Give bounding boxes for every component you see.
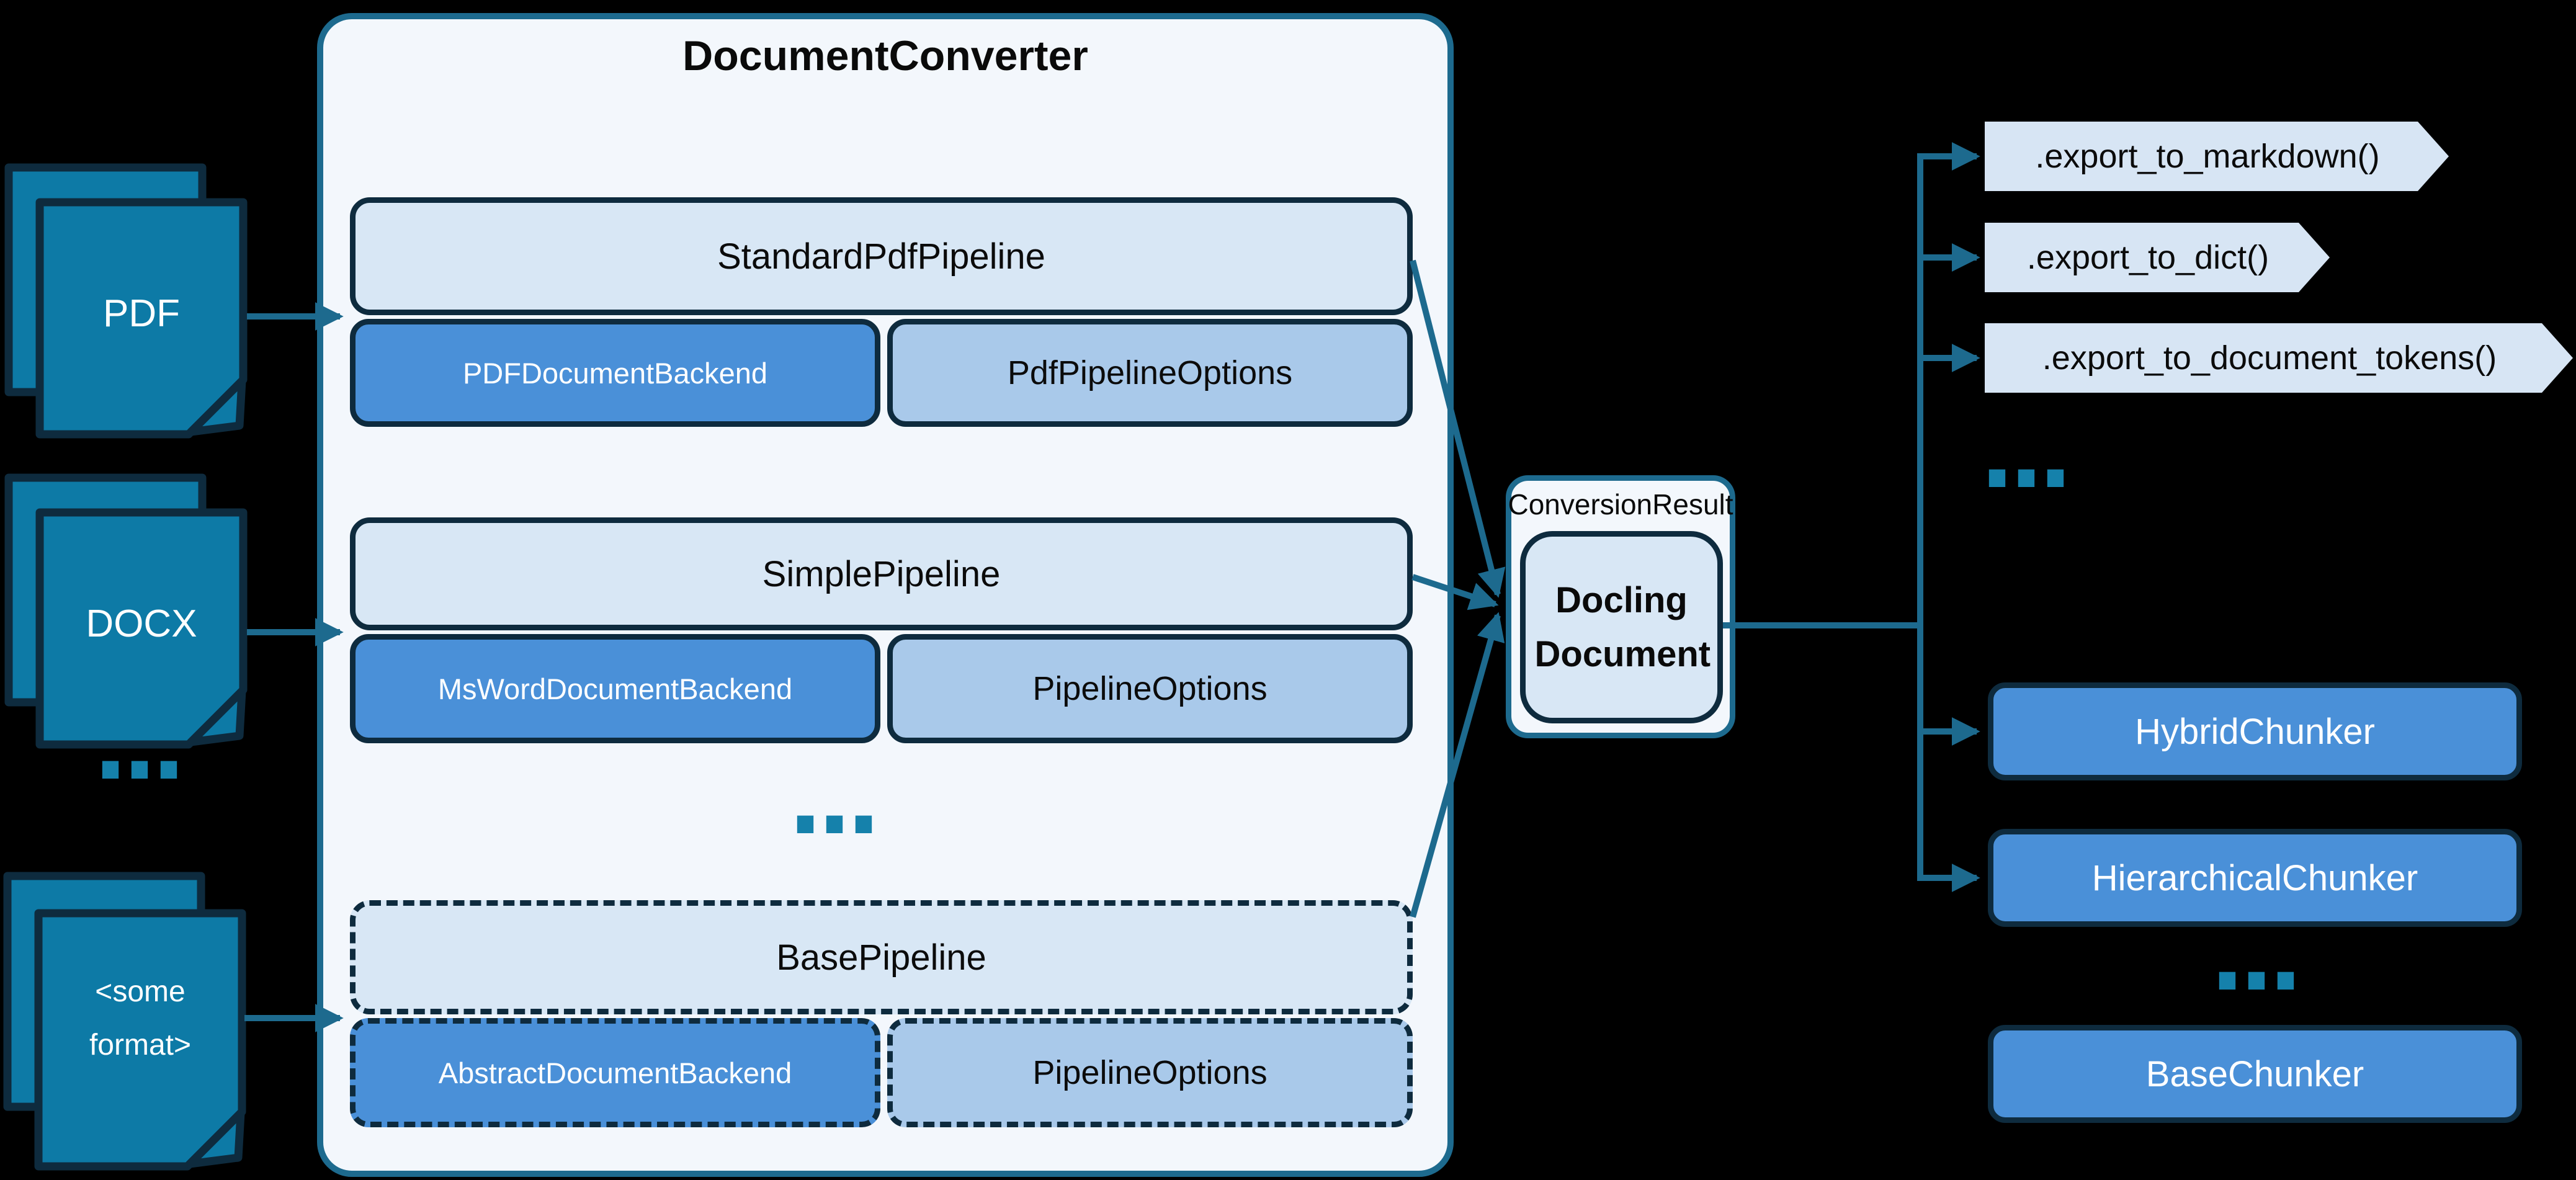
export-to-dict-label: .export_to_dict() [2026, 239, 2270, 276]
pdf-pipeline-options-box: PdfPipelineOptions [887, 319, 1413, 427]
msword-document-backend-box: MsWordDocumentBackend [350, 634, 880, 743]
simple-pipeline-box: SimplePipeline [350, 517, 1413, 630]
base-pipeline-box: BasePipeline [350, 900, 1413, 1014]
chunkers-ellipsis: ... [2209, 904, 2304, 1012]
export-to-markdown-label: .export_to_markdown() [2035, 138, 2380, 175]
hierarchical-chunker-label: HierarchicalChunker [2091, 857, 2418, 898]
export-to-document-tokens-label: .export_to_document_tokens() [2042, 339, 2497, 377]
docling-document-box: Docling Document [1520, 531, 1723, 723]
export-to-document-tokens-tag: .export_to_document_tokens() [1985, 323, 2573, 393]
simple-pipeline-label: SimplePipeline [762, 553, 1001, 594]
abstract-document-backend-box: AbstractDocumentBackend [350, 1018, 880, 1127]
pdf-input-label: PDF [103, 292, 180, 335]
base-chunker-box: BaseChunker [1988, 1025, 2522, 1123]
hybrid-chunker-box: HybridChunker [1988, 682, 2522, 780]
hybrid-chunker-label: HybridChunker [2135, 711, 2375, 752]
conversion-result-label: ConversionResult [1508, 488, 1733, 521]
pdf-document-backend-box: PDFDocumentBackend [350, 319, 880, 427]
base-pipeline-label: BasePipeline [776, 937, 986, 978]
standard-pdf-pipeline-box: StandardPdfPipeline [350, 197, 1413, 315]
docx-input-label: DOCX [86, 602, 197, 645]
standard-pdf-pipeline-label: StandardPdfPipeline [717, 236, 1045, 277]
pdf-pipeline-options-label: PdfPipelineOptions [1007, 354, 1293, 391]
inputs-ellipsis: ... [92, 693, 187, 801]
exports-ellipsis: ... [1979, 401, 2073, 509]
converter-ellipsis: ... [787, 748, 882, 856]
base-chunker-label: BaseChunker [2145, 1053, 2364, 1094]
export-to-dict-tag: .export_to_dict() [1985, 223, 2330, 292]
hierarchical-chunker-box: HierarchicalChunker [1988, 829, 2522, 927]
pipeline-options-label: PipelineOptions [1032, 670, 1268, 707]
some-format-input-label: <some format> [89, 975, 192, 1062]
export-to-markdown-tag: .export_to_markdown() [1985, 122, 2449, 191]
abstract-document-backend-label: AbstractDocumentBackend [438, 1056, 792, 1089]
base-pipeline-options-box: PipelineOptions [887, 1018, 1413, 1127]
base-pipeline-options-label: PipelineOptions [1032, 1054, 1268, 1091]
msword-document-backend-label: MsWordDocumentBackend [437, 672, 793, 705]
pdf-document-backend-label: PDFDocumentBackend [462, 356, 768, 390]
document-converter-title: DocumentConverter [682, 32, 1088, 79]
docling-document-label: Docling Document [1534, 580, 1711, 674]
pipeline-options-box: PipelineOptions [887, 634, 1413, 743]
